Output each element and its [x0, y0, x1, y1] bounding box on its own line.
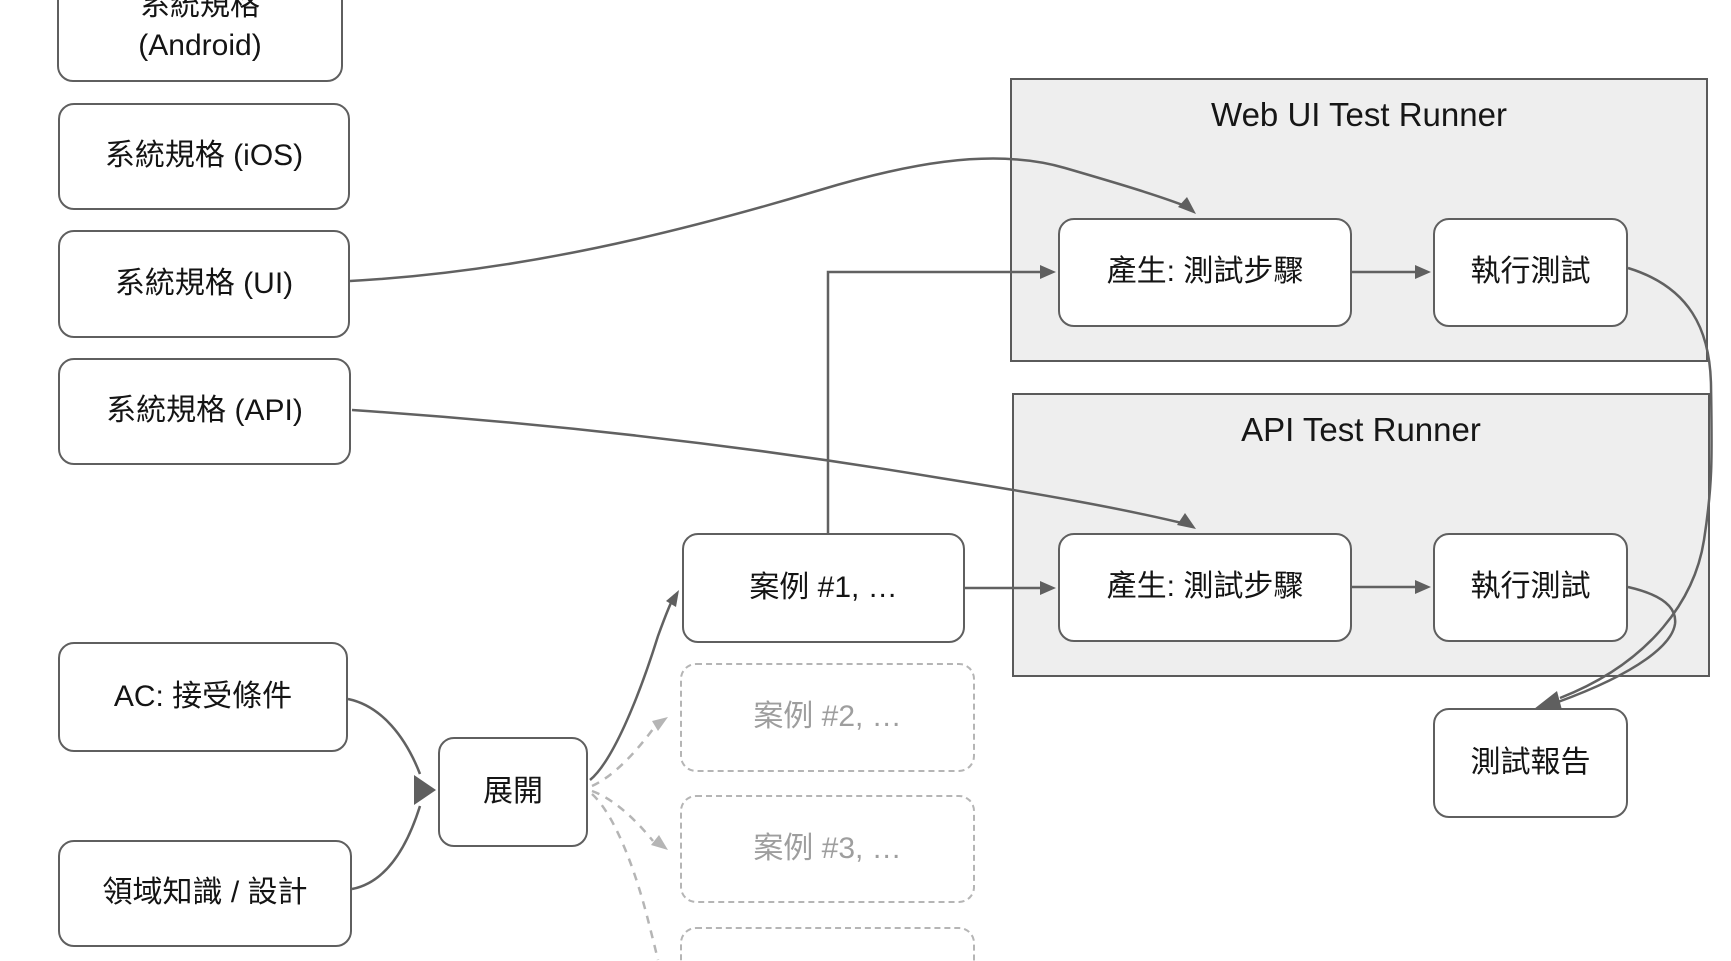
node-spec-api-label: 系統規格 (API): [106, 394, 303, 428]
node-spec-ios: 系統規格 (iOS): [58, 103, 350, 210]
node-case-2: 案例 #2, …: [680, 663, 975, 772]
node-webui-run-test-label: 執行測試: [1470, 255, 1591, 289]
node-case-4: [680, 927, 975, 961]
node-api-run-test: 執行測試: [1433, 533, 1628, 642]
node-api-run-test-label: 執行測試: [1470, 570, 1591, 604]
arrowhead-expand: [414, 775, 436, 805]
arrowhead-webui-run: [1415, 265, 1431, 279]
edge-expand-to-case2: [591, 728, 655, 788]
node-webui-run-test: 執行測試: [1433, 218, 1628, 327]
node-spec-ui: 系統規格 (UI): [58, 230, 350, 338]
node-case-3: 案例 #3, …: [680, 795, 975, 903]
node-acceptance-criteria-label: AC: 接受條件: [113, 679, 293, 713]
edge-case1-to-webui-generate: [826, 270, 1040, 533]
webui-test-runner-title: Web UI Test Runner: [1211, 96, 1507, 133]
edge-api-run-to-report: [1557, 585, 1677, 704]
node-case-3-label: 案例 #3, …: [753, 831, 902, 865]
arrowhead-case3: [651, 835, 668, 850]
node-expand: 展開: [438, 737, 588, 847]
arrowhead-api-generate-top: [1177, 513, 1196, 529]
node-test-report-label: 測試報告: [1470, 745, 1591, 779]
node-case-1-label: 案例 #1, …: [749, 570, 898, 604]
node-acceptance-criteria: AC: 接受條件: [58, 642, 348, 752]
arrowhead-api-generate-left: [1040, 581, 1056, 595]
edge-expand-to-case3: [591, 789, 654, 842]
arrowhead-api-run: [1415, 580, 1431, 594]
node-expand-label: 展開: [483, 774, 543, 808]
arrowhead-case2: [652, 717, 668, 731]
arrowhead-webui-generate-left: [1040, 265, 1056, 279]
edge-expand-to-case4: [591, 793, 660, 961]
arrowhead-case1: [666, 590, 679, 607]
edge-specui-to-webui-generate: [349, 157, 1189, 283]
edge-ac-to-expand: [347, 697, 422, 775]
edge-domain-to-expand: [351, 805, 422, 891]
node-spec-ios-label: 系統規格 (iOS): [104, 139, 304, 173]
node-spec-android-label: 系統規格 (Android): [138, 0, 262, 62]
node-spec-android: 系統規格 (Android): [57, 0, 343, 82]
node-api-generate-steps: 產生: 測試步驟: [1058, 533, 1352, 642]
arrowhead-report: [1534, 691, 1562, 710]
node-api-generate-steps-label: 產生: 測試步驟: [1106, 570, 1304, 604]
node-spec-ui-label: 系統規格 (UI): [114, 266, 294, 300]
node-webui-generate-steps: 產生: 測試步驟: [1058, 218, 1352, 327]
node-test-report: 測試報告: [1433, 708, 1628, 818]
edge-expand-to-case1: [589, 594, 677, 781]
node-webui-generate-steps-label: 產生: 測試步驟: [1106, 255, 1304, 289]
api-test-runner-title: API Test Runner: [1241, 411, 1481, 448]
node-domain-knowledge: 領域知識 / 設計: [58, 840, 352, 947]
node-case-2-label: 案例 #2, …: [753, 700, 902, 734]
arrowhead-webui-generate-top: [1178, 197, 1196, 214]
edge-webui-run-to-report: [1559, 266, 1713, 700]
node-case-1: 案例 #1, …: [682, 533, 965, 643]
edge-specapi-to-api-generate: [351, 408, 1187, 526]
node-domain-knowledge-label: 領域知識 / 設計: [102, 876, 308, 910]
node-spec-api: 系統規格 (API): [58, 358, 351, 465]
